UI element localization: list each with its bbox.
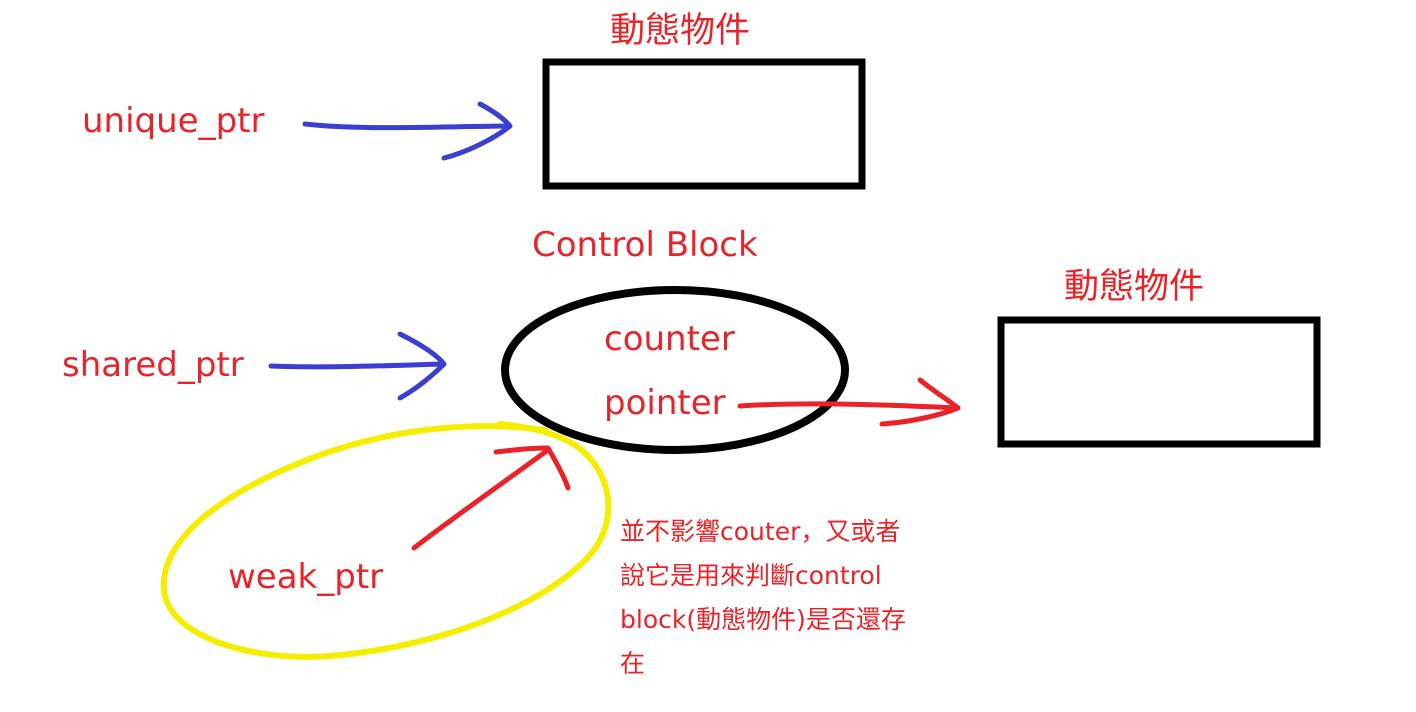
pointer-arrow [737,377,961,427]
right-object-box [997,316,1321,448]
weak-ptr-note: 並不影響couter，又或者 說它是用來判斷control block(動態物件… [620,510,940,686]
note-line: 並不影響couter，又或者 [620,517,901,546]
control-block-label: Control Block [532,225,758,265]
weak-ptr-loop [160,421,612,660]
pointer-label: pointer [604,383,726,423]
shared-ptr-arrow [268,331,447,401]
note-line: 說它是用來判斷control [620,561,882,590]
unique-ptr-arrow [302,101,513,161]
note-line: 在 [620,649,646,678]
note-line: block(動態物件)是否還存 [620,605,906,634]
weak-ptr-arrow [411,445,571,551]
control-block-ellipse [501,286,849,454]
shared-ptr-label: shared_ptr [62,345,244,385]
weak-ptr-label: weak_ptr [228,557,384,597]
top-object-box [542,58,866,190]
top-object-label: 動態物件 [610,11,751,51]
counter-label: counter [604,319,735,359]
right-object-label: 動態物件 [1064,267,1205,307]
unique-ptr-label: unique_ptr [82,101,265,141]
